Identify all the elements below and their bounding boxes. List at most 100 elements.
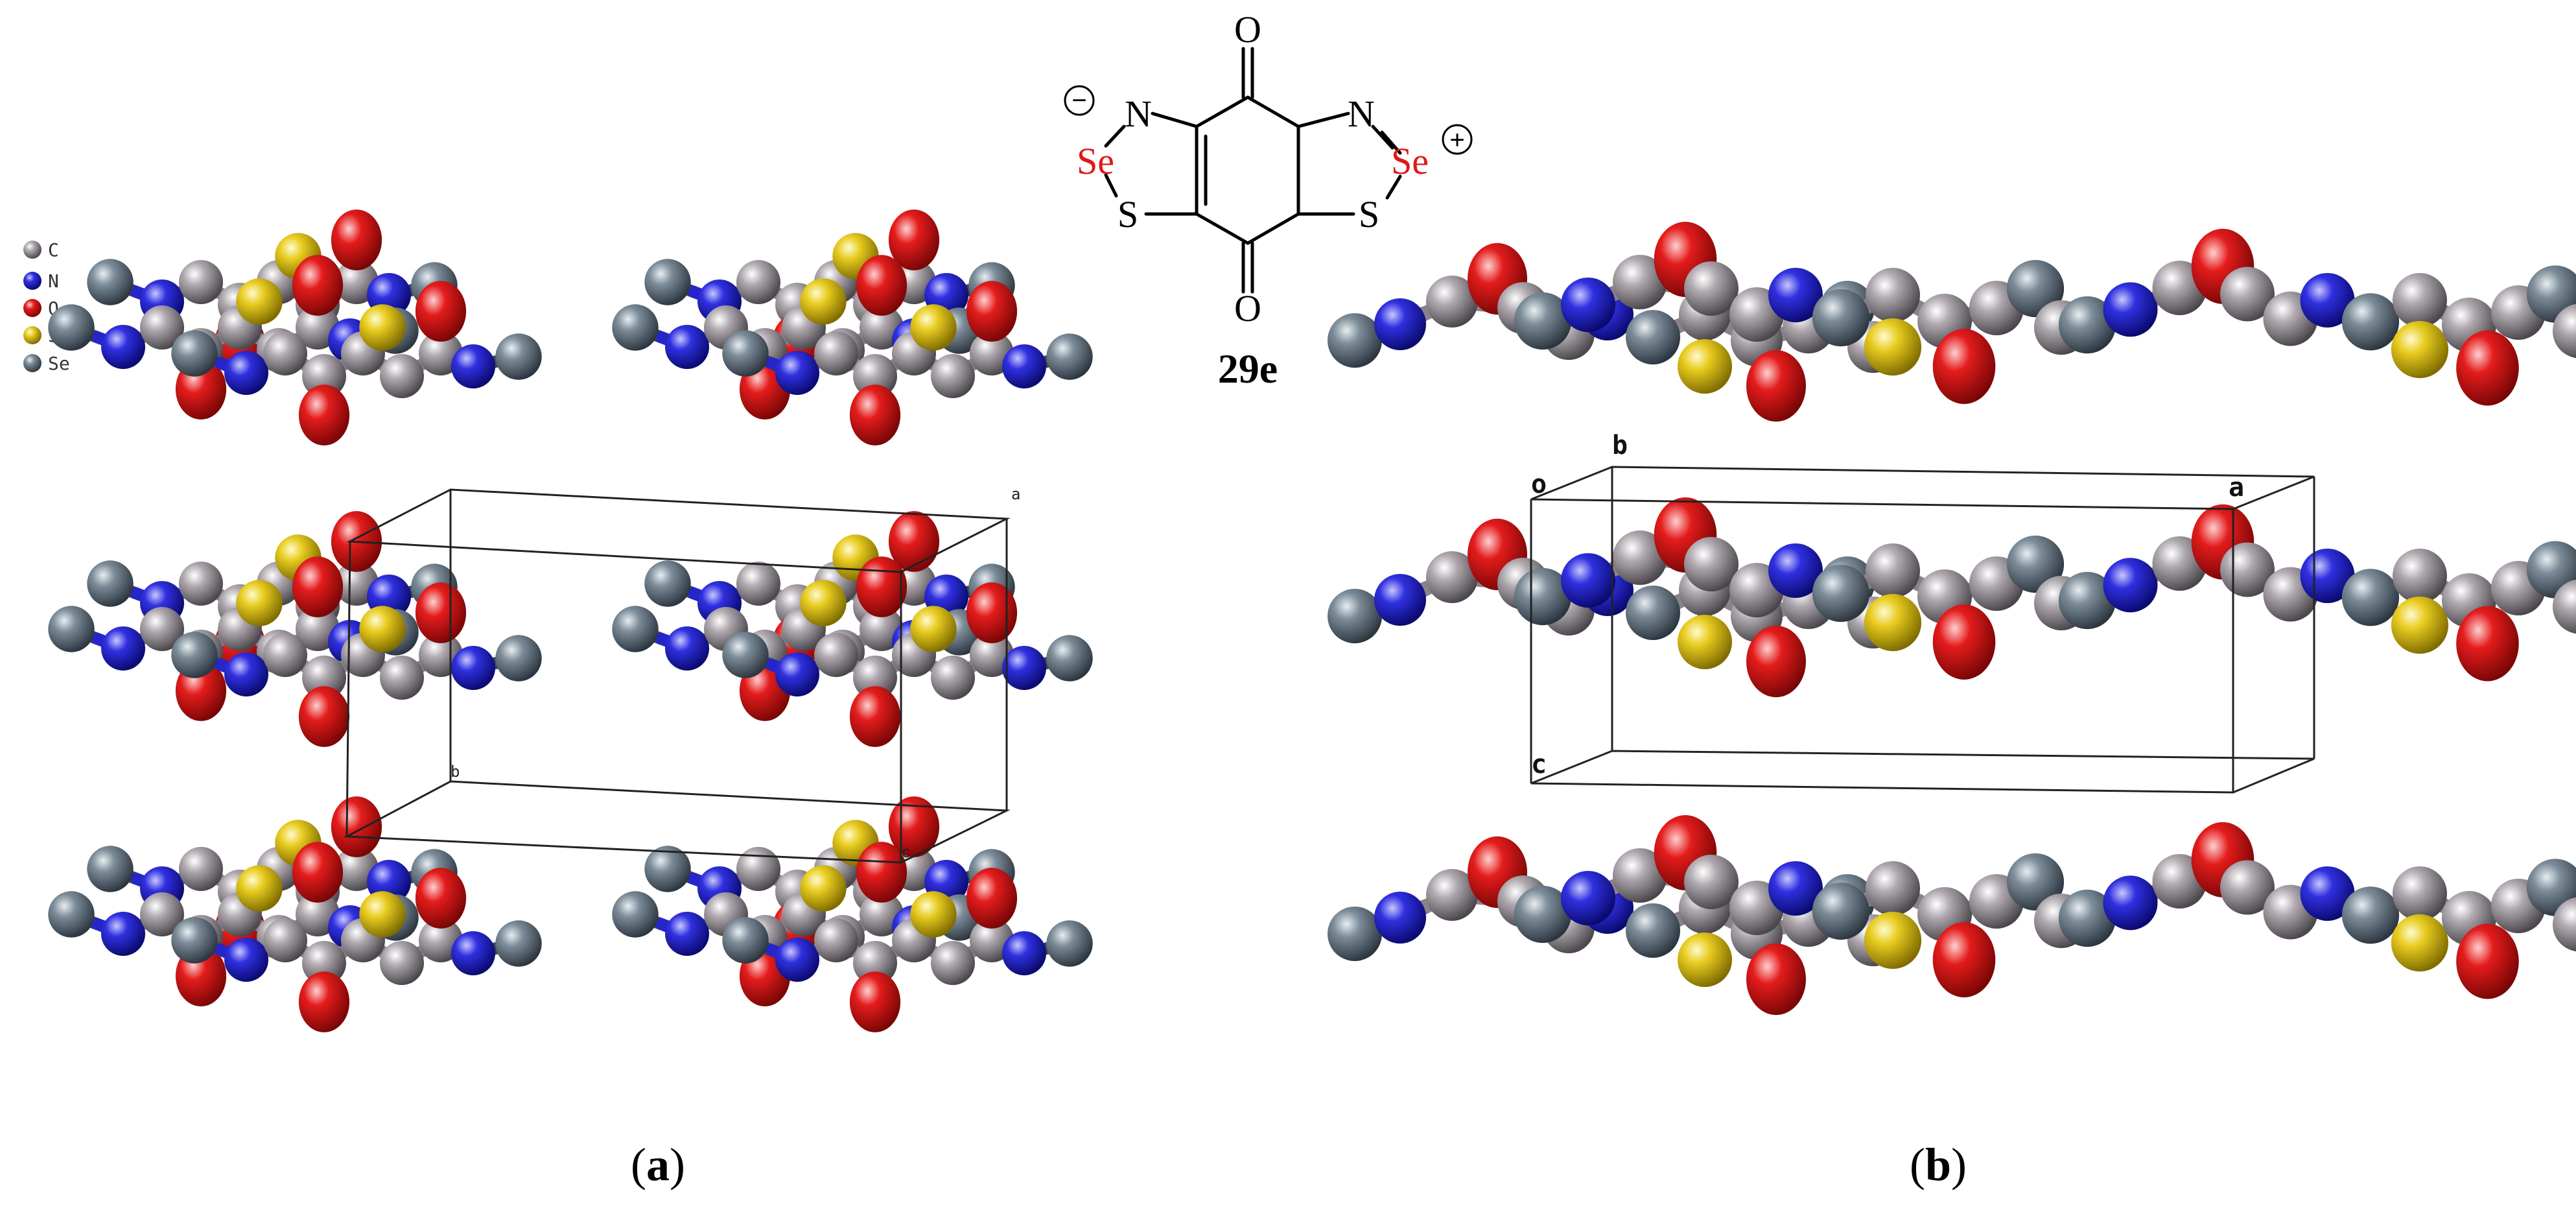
- legend-c-swatch: [23, 241, 41, 259]
- oxygen-atom: [415, 868, 467, 929]
- sulfur-atom: [2391, 596, 2449, 654]
- sulfur-atom: [910, 304, 957, 351]
- atom-se-right: Se: [1391, 140, 1429, 182]
- sulfur-atom: [1864, 593, 1922, 652]
- sulfur-atom: [1678, 615, 1732, 669]
- selenium-atom: [612, 606, 659, 652]
- selenium-atom: [1514, 567, 1572, 626]
- left-se-s-bond: [1104, 173, 1118, 198]
- panel-b-axis-b: b: [1612, 431, 1628, 460]
- selenium-atom: [1046, 333, 1093, 380]
- oxygen-atom: [2456, 923, 2519, 999]
- selenium-atom: [722, 330, 769, 377]
- selenium-atom: [495, 635, 542, 682]
- selenium-atom: [2526, 541, 2576, 599]
- carbon-atom: [1426, 551, 1478, 603]
- oxygen-atom: [298, 385, 350, 446]
- nitrogen-atom: [1374, 892, 1426, 944]
- nitrogen-atom: [2300, 273, 2355, 327]
- selenium-atom: [495, 920, 542, 967]
- carbon-atom: [263, 633, 307, 677]
- selenium-atom: [1328, 313, 1382, 368]
- carbon-atom: [380, 656, 424, 700]
- panel-a-label-open: (: [631, 1139, 646, 1191]
- carbon-atom: [380, 941, 424, 985]
- carbon-atom: [302, 941, 346, 985]
- oxygen-atom: [298, 971, 350, 1032]
- panel-a-label-letter: a: [646, 1139, 670, 1191]
- legend-n-swatch: [23, 272, 41, 290]
- right-se-s-bond: [1385, 174, 1402, 200]
- nitrogen-atom: [775, 351, 819, 395]
- selenium-atom: [1626, 903, 1680, 958]
- nitrogen-atom: [224, 938, 268, 982]
- carbon-atom: [140, 607, 184, 651]
- selenium-atom: [1514, 885, 1572, 944]
- selenium-atom: [644, 259, 691, 305]
- selenium-atom: [48, 606, 95, 652]
- nitrogen-atom: [665, 626, 709, 671]
- panel-b-label: (b): [1910, 1139, 1967, 1191]
- selenium-atom: [2058, 889, 2116, 947]
- nitrogen-atom: [2103, 282, 2158, 337]
- carbon-atom: [1684, 537, 1739, 591]
- carbon-atom: [853, 656, 897, 700]
- selenium-atom: [1812, 882, 1870, 940]
- sulfur-atom: [1678, 933, 1732, 987]
- atom-s-right: S: [1359, 193, 1379, 235]
- selenium-atom: [495, 333, 542, 380]
- selenium-atom: [1626, 586, 1680, 640]
- nitrogen-atom: [2103, 875, 2158, 931]
- sulfur-atom: [236, 865, 283, 912]
- atom-n-right: N: [1348, 93, 1375, 135]
- nitrogen-atom: [1561, 278, 1615, 332]
- carbon-atom: [179, 260, 223, 304]
- sulfur-atom: [800, 865, 847, 912]
- oxygen-atom: [856, 255, 907, 316]
- carbon-atom: [302, 354, 346, 398]
- oxygen-atom: [849, 971, 901, 1032]
- carbon-atom: [2220, 267, 2275, 322]
- atom-n-left: N: [1125, 93, 1152, 135]
- panel-a-unit-cell: [343, 488, 1011, 864]
- carbon-atom: [1866, 861, 1920, 916]
- oxygen-atom: [331, 796, 382, 857]
- panel-b: o b a c (b): [1328, 222, 2576, 1191]
- oxygen-atom: [1932, 922, 1996, 997]
- ring-bond: [1246, 95, 1300, 128]
- sulfur-atom: [800, 278, 847, 325]
- selenium-atom: [87, 560, 134, 607]
- carbon-atom: [179, 847, 223, 891]
- carbon-atom: [140, 892, 184, 936]
- right-n-se-double: [1380, 130, 1402, 155]
- carbon-atom: [1426, 276, 1478, 327]
- nitrogen-atom: [101, 325, 145, 369]
- nitrogen-atom: [1002, 931, 1046, 975]
- legend-s-swatch: [23, 326, 41, 344]
- nitrogen-atom: [1002, 646, 1046, 690]
- sulfur-atom: [2391, 320, 2449, 379]
- carbon-atom: [931, 656, 975, 700]
- carbon-atom: [2553, 579, 2576, 634]
- oxygen-atom: [298, 686, 350, 747]
- selenium-atom: [1046, 635, 1093, 682]
- panel-a-axis-b: b: [451, 763, 460, 781]
- carbon-atom: [2553, 897, 2576, 952]
- selenium-atom: [2341, 569, 2400, 626]
- compound-label: 29e: [1218, 346, 1278, 392]
- selenium-atom: [171, 330, 218, 377]
- legend-c-label: C: [48, 239, 59, 261]
- oxygen-atom: [966, 868, 1018, 929]
- selenium-atom: [612, 304, 659, 351]
- carbon-atom: [1866, 543, 1920, 598]
- oxygen-atom: [2456, 606, 2519, 682]
- nitrogen-atom: [775, 652, 819, 696]
- oxygen-atom: [888, 209, 940, 270]
- carbon-atom: [2220, 860, 2275, 915]
- selenium-atom: [2341, 293, 2400, 351]
- nitrogen-atom: [101, 912, 145, 956]
- selenium-atom: [722, 917, 769, 964]
- carbon-atom: [814, 633, 858, 677]
